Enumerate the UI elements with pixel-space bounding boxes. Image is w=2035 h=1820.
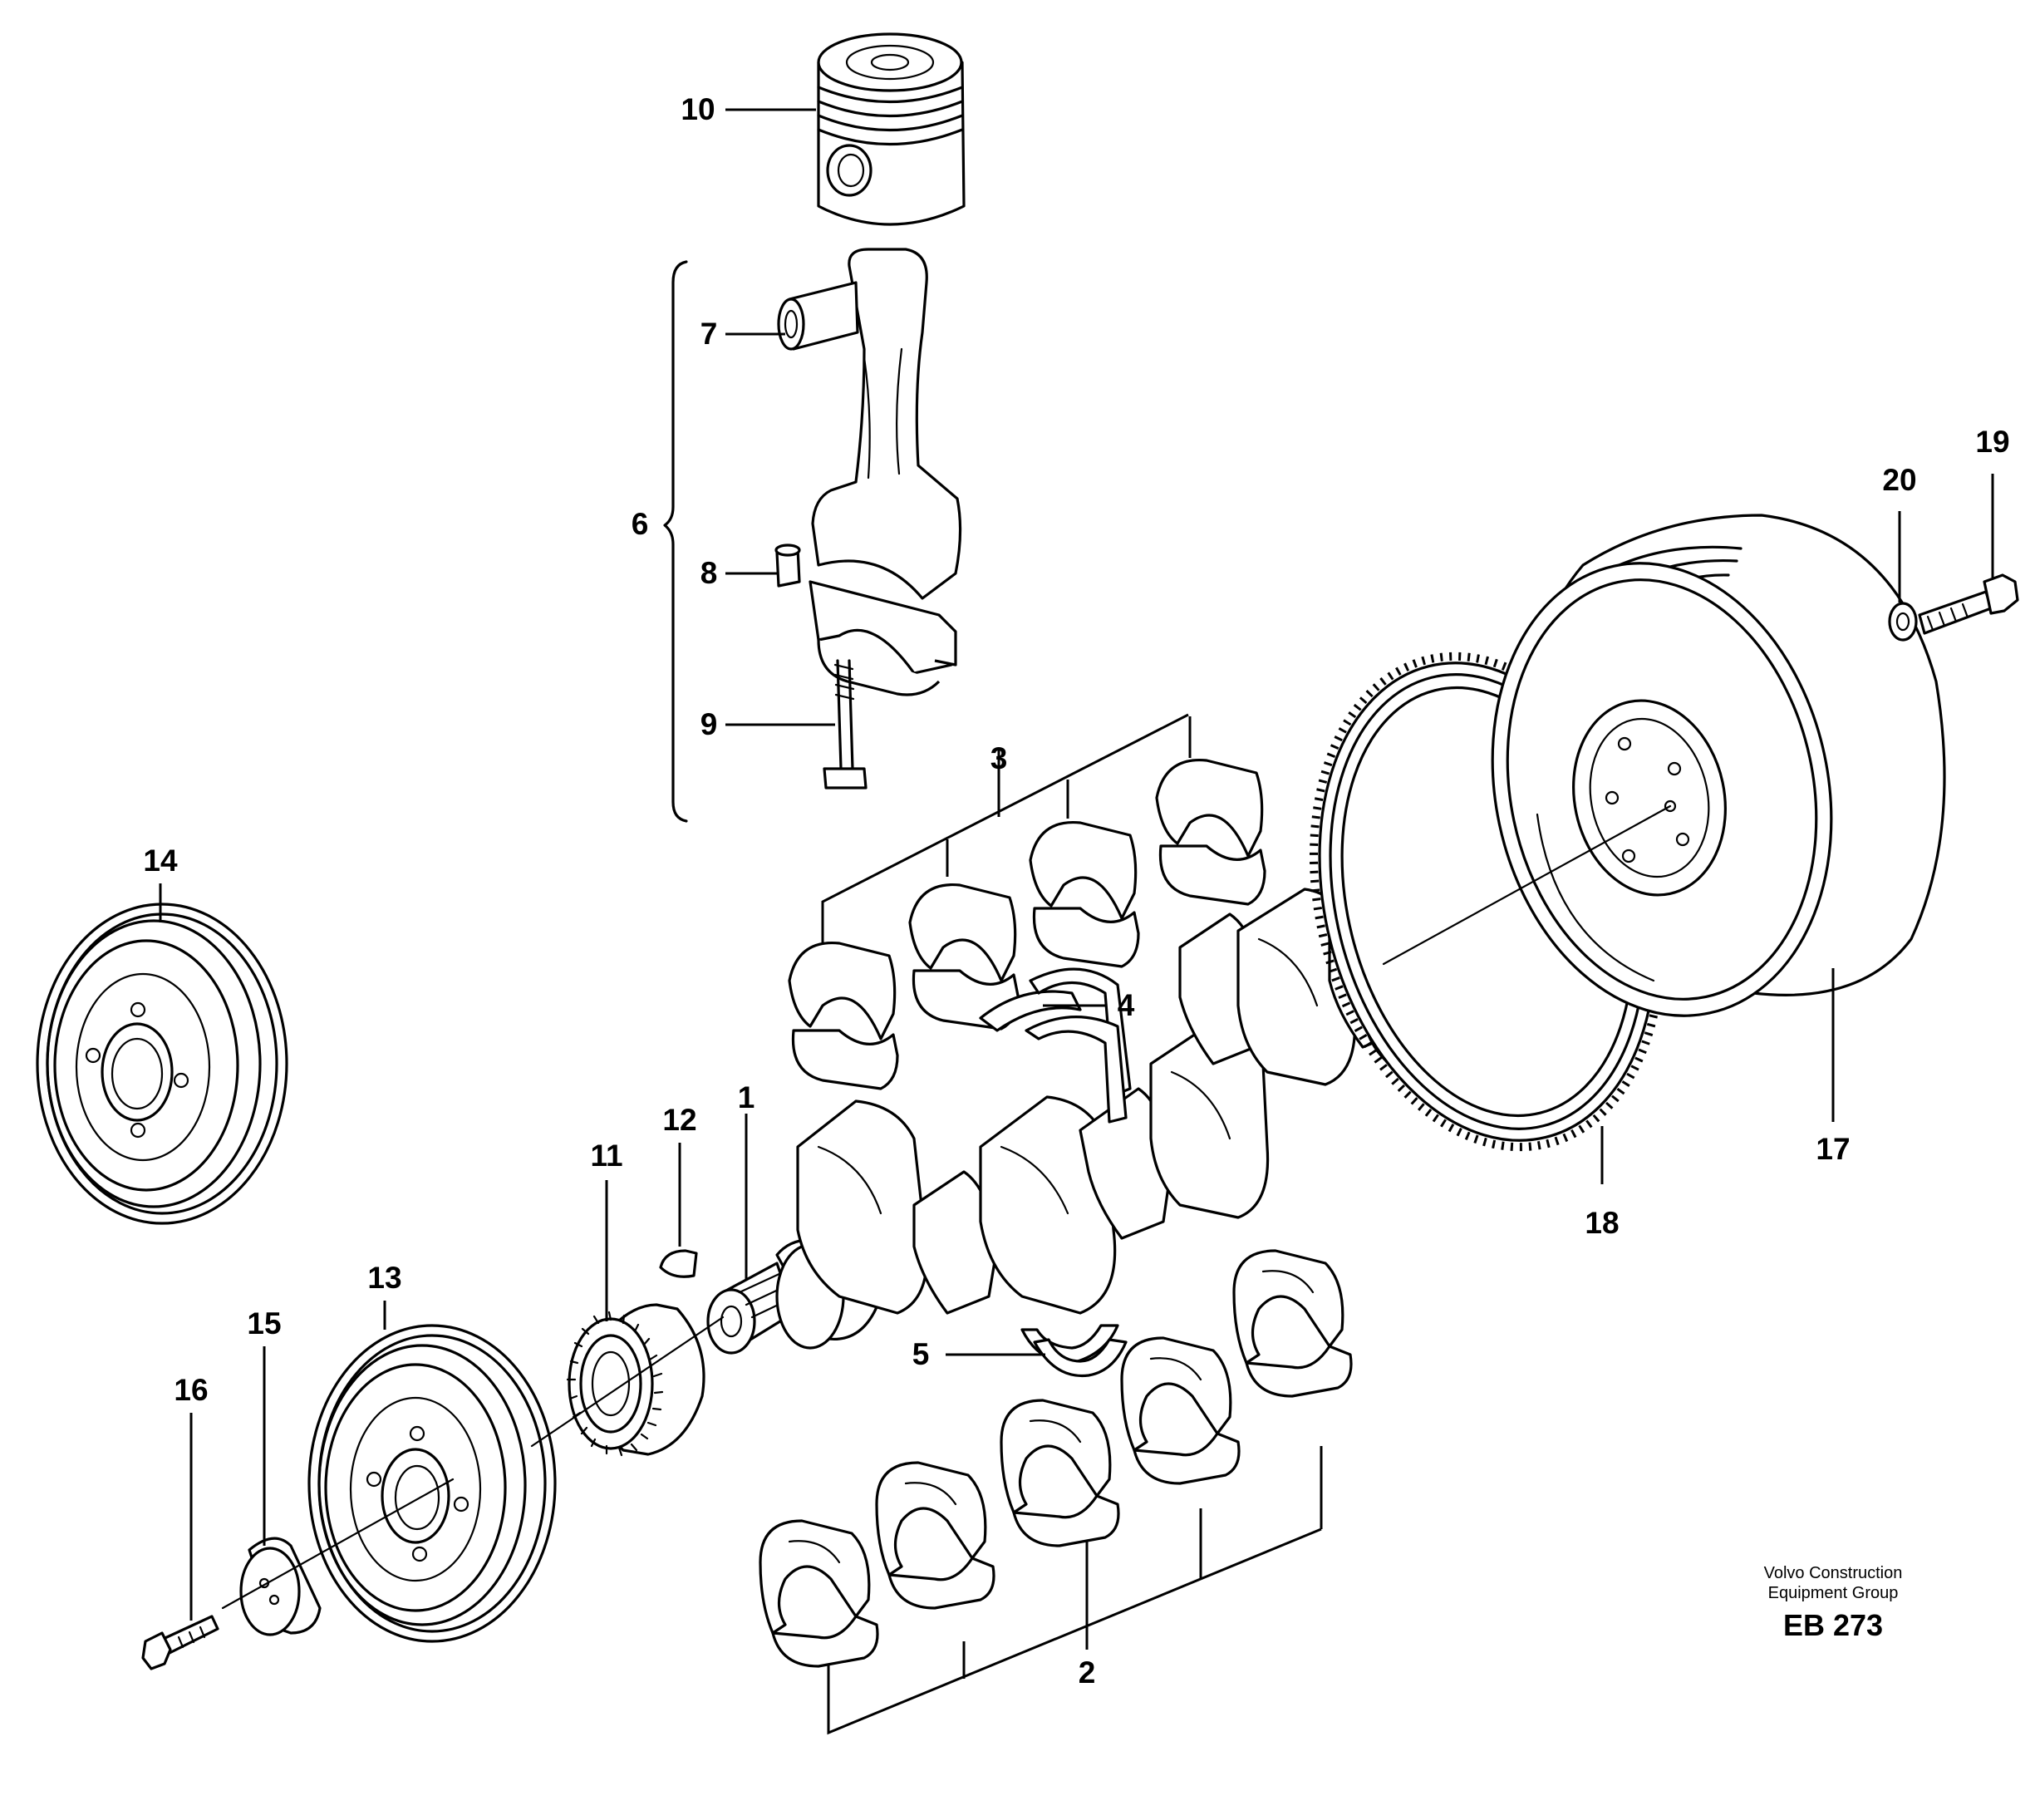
callout-2: 2 <box>1079 1655 1096 1690</box>
callout-13: 13 <box>367 1261 401 1295</box>
credit-line-2: Equipment Group <box>1768 1584 1899 1602</box>
crankshaft-pulley <box>307 1324 557 1643</box>
callout-17: 17 <box>1816 1132 1850 1166</box>
flywheel <box>1491 514 1946 1017</box>
thrust-washers <box>979 967 1132 1378</box>
drawing-code: EB 273 <box>1783 1608 1883 1642</box>
flywheel-washer <box>1888 602 1918 642</box>
callout-8: 8 <box>700 556 718 590</box>
pulley-bolt <box>141 1615 219 1670</box>
woodruff-key <box>659 1249 698 1278</box>
callout-10: 10 <box>681 92 715 126</box>
axis-line-front-2 <box>530 1316 725 1448</box>
callout-5: 5 <box>912 1337 930 1371</box>
callout-14: 14 <box>143 844 178 878</box>
flywheel-bolt <box>1918 573 2019 635</box>
credit-line-1: Volvo Construction <box>1764 1564 1903 1582</box>
pulley-washer <box>239 1537 322 1636</box>
crankshaft-pulley-spare <box>36 903 288 1225</box>
callout-18: 18 <box>1585 1206 1619 1240</box>
callout-4: 4 <box>1118 988 1135 1022</box>
axis-line-front-1 <box>221 1478 455 1610</box>
connecting-rod <box>663 248 962 823</box>
callout-1: 1 <box>738 1080 755 1114</box>
callout-12: 12 <box>662 1103 696 1137</box>
piston <box>817 32 966 226</box>
callout-9: 9 <box>700 707 718 741</box>
callout-16: 16 <box>174 1373 208 1407</box>
callout-15: 15 <box>247 1306 281 1340</box>
main-bearing-upper-shells <box>788 713 1266 1090</box>
callout-3: 3 <box>990 741 1008 775</box>
axis-line-rear <box>1382 804 1672 966</box>
callout-11: 11 <box>590 1139 622 1173</box>
callout-7: 7 <box>700 317 718 351</box>
callout-6: 6 <box>632 507 649 541</box>
callout-19: 19 <box>1975 425 2009 459</box>
callout-20: 20 <box>1882 463 1916 497</box>
main-bearing-lower-shells <box>759 1249 1353 1735</box>
crankshaft-gear <box>566 1303 705 1457</box>
